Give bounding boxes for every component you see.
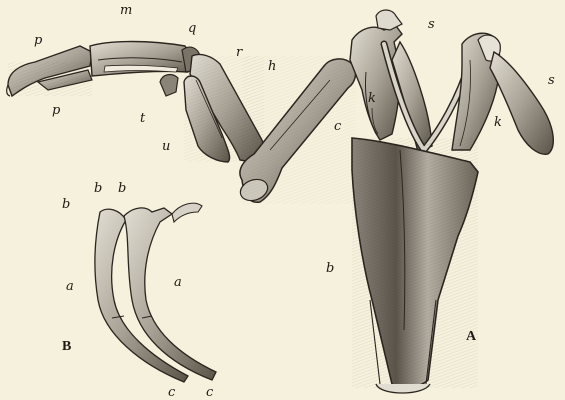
label-r: r <box>236 46 242 59</box>
shoulder-girdle-right <box>452 33 553 154</box>
label-c-B-right: c <box>206 386 213 399</box>
label-a-right: a <box>174 276 182 289</box>
label-c: c <box>334 120 341 133</box>
label-a-left: a <box>66 280 74 293</box>
label-k-right: k <box>494 116 502 129</box>
label-b-sternum: b <box>326 262 334 275</box>
label-b-B-left: b <box>62 198 70 211</box>
label-p-upper: p <box>34 34 42 47</box>
panel-label-A: A <box>466 330 476 344</box>
label-q: q <box>188 22 196 35</box>
label-b-B-top1: b <box>94 182 102 195</box>
label-t: t <box>140 112 145 125</box>
label-b-B-top2: b <box>118 182 126 195</box>
sternum-bone <box>352 138 478 393</box>
label-c-B-left: c <box>168 386 175 399</box>
label-p-lower: p <box>52 104 60 117</box>
label-s-right: s <box>548 74 555 87</box>
label-u: u <box>162 140 170 153</box>
label-k-left: k <box>368 92 376 105</box>
panel-label-B: B <box>62 340 71 354</box>
label-s-left: s <box>428 18 435 31</box>
metacarpal-bone <box>90 42 195 77</box>
rib-pair-B <box>95 203 216 382</box>
label-m: m <box>120 4 132 17</box>
phalanges-bone <box>7 46 92 96</box>
label-h: h <box>268 60 276 73</box>
